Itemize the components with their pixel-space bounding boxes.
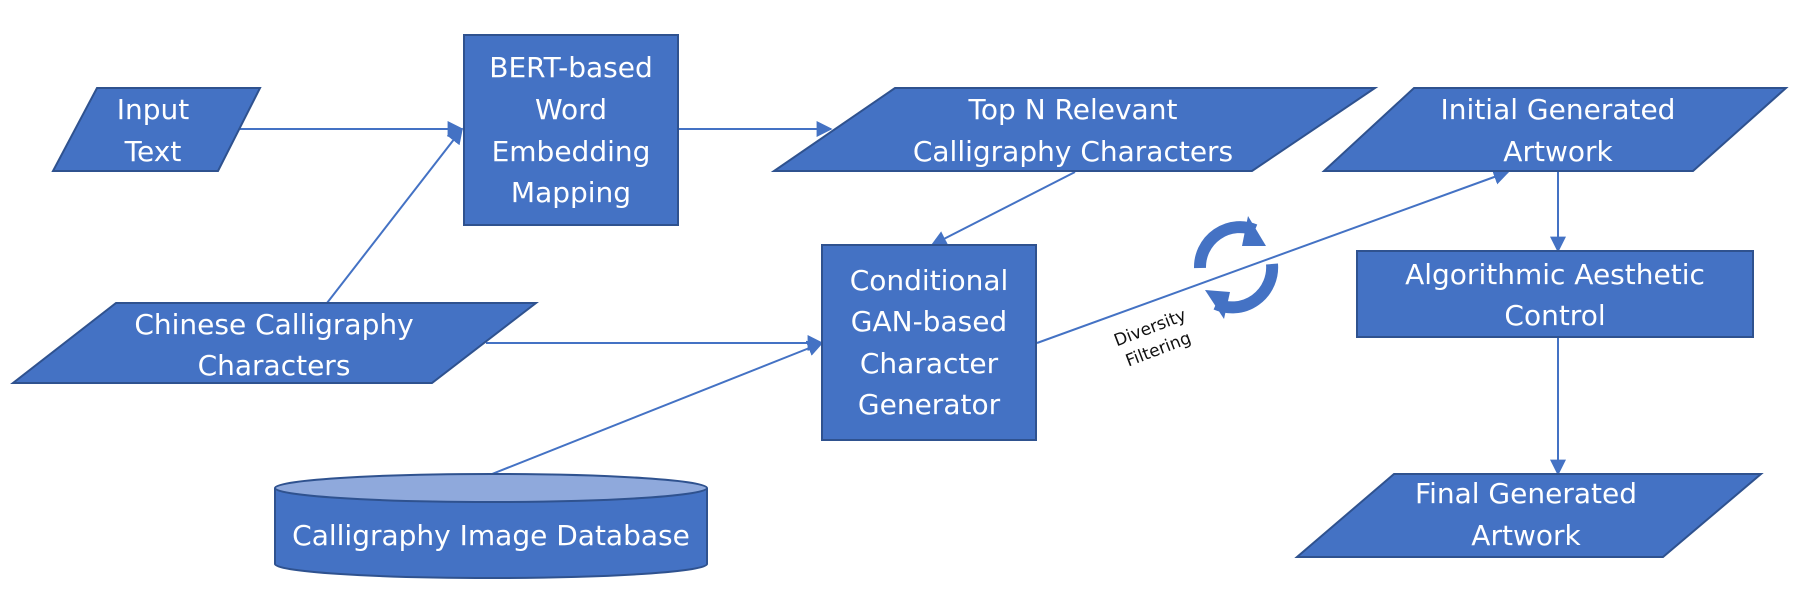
diversity-filtering-label: DiversityFiltering [1111, 305, 1197, 372]
edges [230, 121, 1566, 476]
cylinder-top [274, 473, 708, 503]
edge-cgan-to-initial [1036, 169, 1510, 344]
image-database-node: Calligraphy Image Database [274, 473, 708, 579]
refresh-cycle-icon [1193, 216, 1279, 319]
edge-database-to-cgan [491, 340, 824, 475]
edge-chinese-to-bert [326, 127, 463, 304]
edge-topn-to-cgan [930, 171, 1076, 246]
diversity-filtering-annotation: DiversityFiltering [1111, 305, 1197, 372]
image-database-label: Calligraphy Image Database [292, 519, 690, 552]
